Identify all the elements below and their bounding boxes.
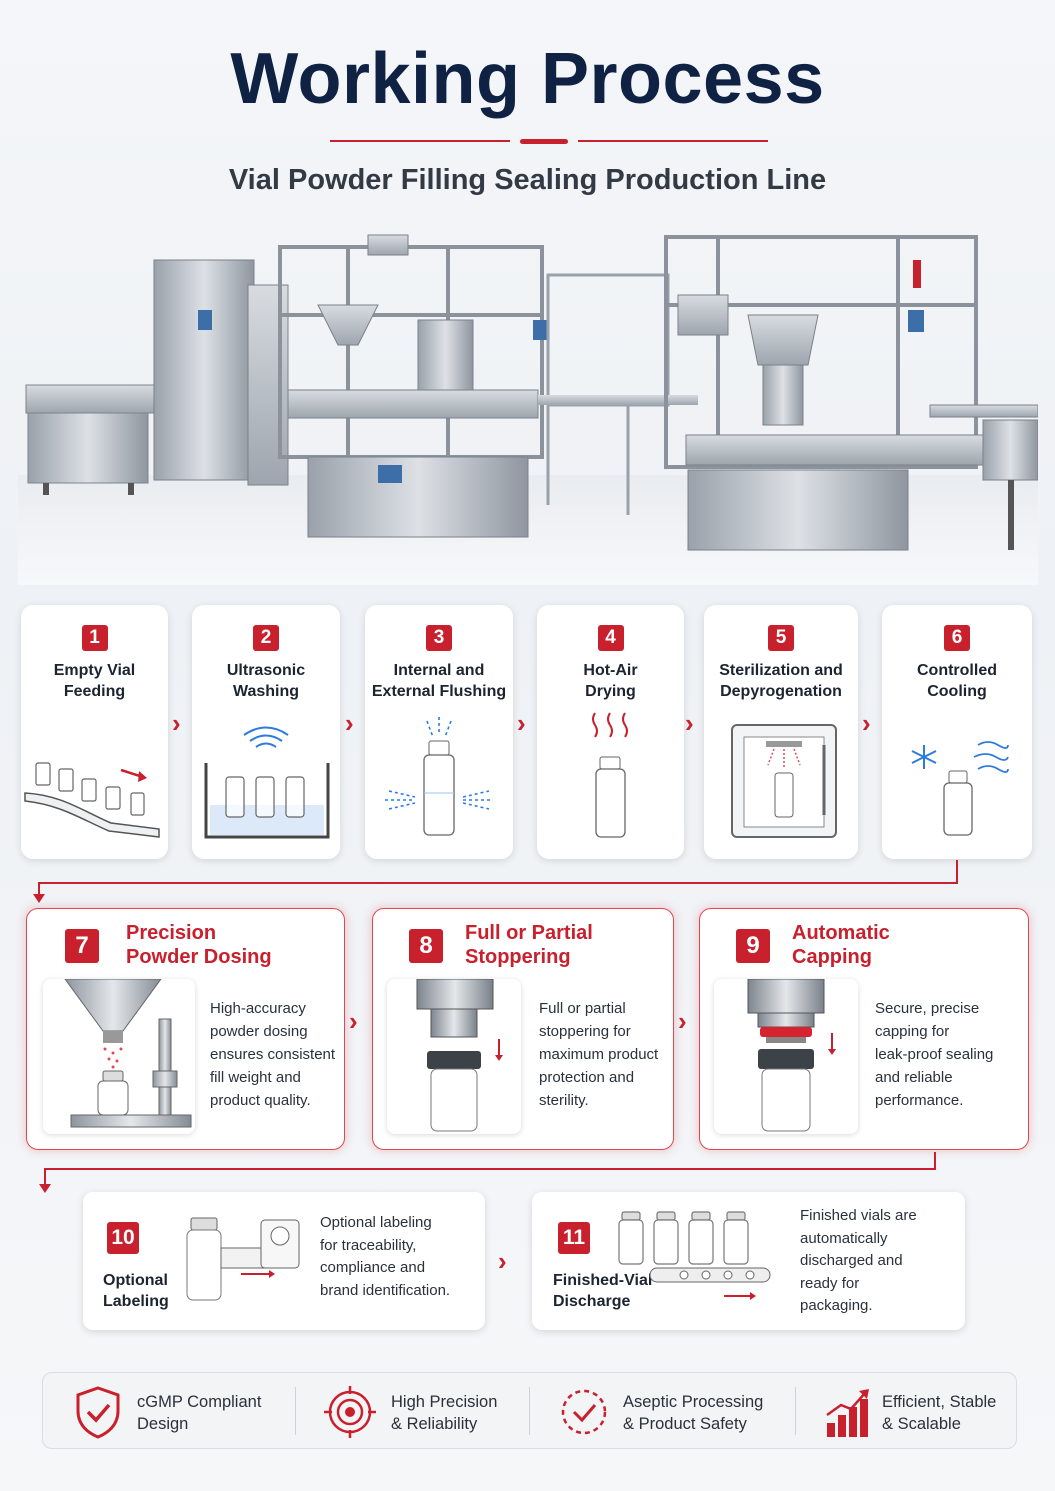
divider	[795, 1387, 796, 1435]
connector-line	[934, 1152, 936, 1170]
chevron-right-icon: ›	[498, 1246, 507, 1276]
ultrasonic-bath-icon	[204, 726, 330, 839]
labeling-machine-icon	[186, 1217, 300, 1301]
feature-item: Efficient, Stable& Scalable	[823, 1373, 1013, 1450]
page-subtitle: Vial Powder Filling Sealing Production L…	[228, 164, 827, 196]
connector-line	[38, 882, 958, 884]
chevron-right-icon: ›	[517, 708, 526, 738]
feature-item: High Precision& Reliability	[323, 1373, 543, 1450]
powder-hopper-icon	[43, 979, 195, 1134]
arrow-down-icon	[39, 1184, 51, 1193]
step-number-badge: 4	[597, 625, 624, 651]
step-number-badge: 10	[107, 1222, 139, 1254]
feature-text: High Precision& Reliability	[391, 1393, 498, 1433]
production-line-illustration	[18, 234, 1038, 585]
shield-check-icon	[76, 1386, 120, 1439]
target-icon	[324, 1386, 376, 1438]
connector-line	[38, 882, 40, 898]
vial-discharge-icon	[618, 1211, 771, 1300]
dashed-check-circle-icon	[561, 1389, 607, 1435]
chevron-right-icon: ›	[345, 708, 354, 738]
feature-text: Efficient, Stable& Scalable	[882, 1393, 997, 1433]
chevron-right-icon: ›	[862, 708, 871, 738]
divider	[529, 1387, 530, 1435]
sterilization-oven-icon	[731, 724, 837, 838]
step-number-badge: 1	[81, 625, 108, 651]
connector-line	[44, 1168, 46, 1186]
stopper-press-icon	[387, 979, 521, 1134]
hot-air-vial-icon	[592, 712, 628, 838]
chevron-right-icon: ›	[685, 708, 694, 738]
title-underline-right	[578, 140, 768, 142]
connector-line	[956, 860, 958, 884]
growth-chart-icon	[826, 1389, 869, 1437]
cooling-vial-icon	[911, 741, 1009, 836]
page-title: Working Process	[230, 39, 825, 119]
flushing-vial-icon	[385, 717, 493, 836]
step-number-badge: 8	[409, 929, 443, 963]
vial-conveyor-icon	[24, 762, 160, 838]
step-number-badge: 5	[768, 625, 794, 651]
feature-text: Aseptic Processing& Product Safety	[623, 1393, 764, 1433]
chevron-right-icon: ›	[349, 1006, 358, 1036]
feature-item: Aseptic Processing& Product Safety	[557, 1373, 797, 1450]
title-underline-left	[330, 140, 510, 142]
chevron-right-icon: ›	[172, 708, 181, 738]
step-number-badge: 9	[736, 929, 770, 963]
step-number-badge: 2	[253, 625, 279, 651]
title-underline-center	[520, 139, 568, 144]
capping-head-icon	[714, 979, 858, 1134]
arrow-down-icon	[33, 894, 45, 903]
step-number-badge: 7	[65, 929, 99, 963]
connector-line	[44, 1168, 936, 1170]
step-number-badge: 11	[558, 1222, 590, 1254]
step-number-badge: 3	[426, 625, 452, 651]
step-number-badge: 6	[944, 625, 970, 651]
divider	[295, 1387, 296, 1435]
chevron-right-icon: ›	[678, 1006, 687, 1036]
